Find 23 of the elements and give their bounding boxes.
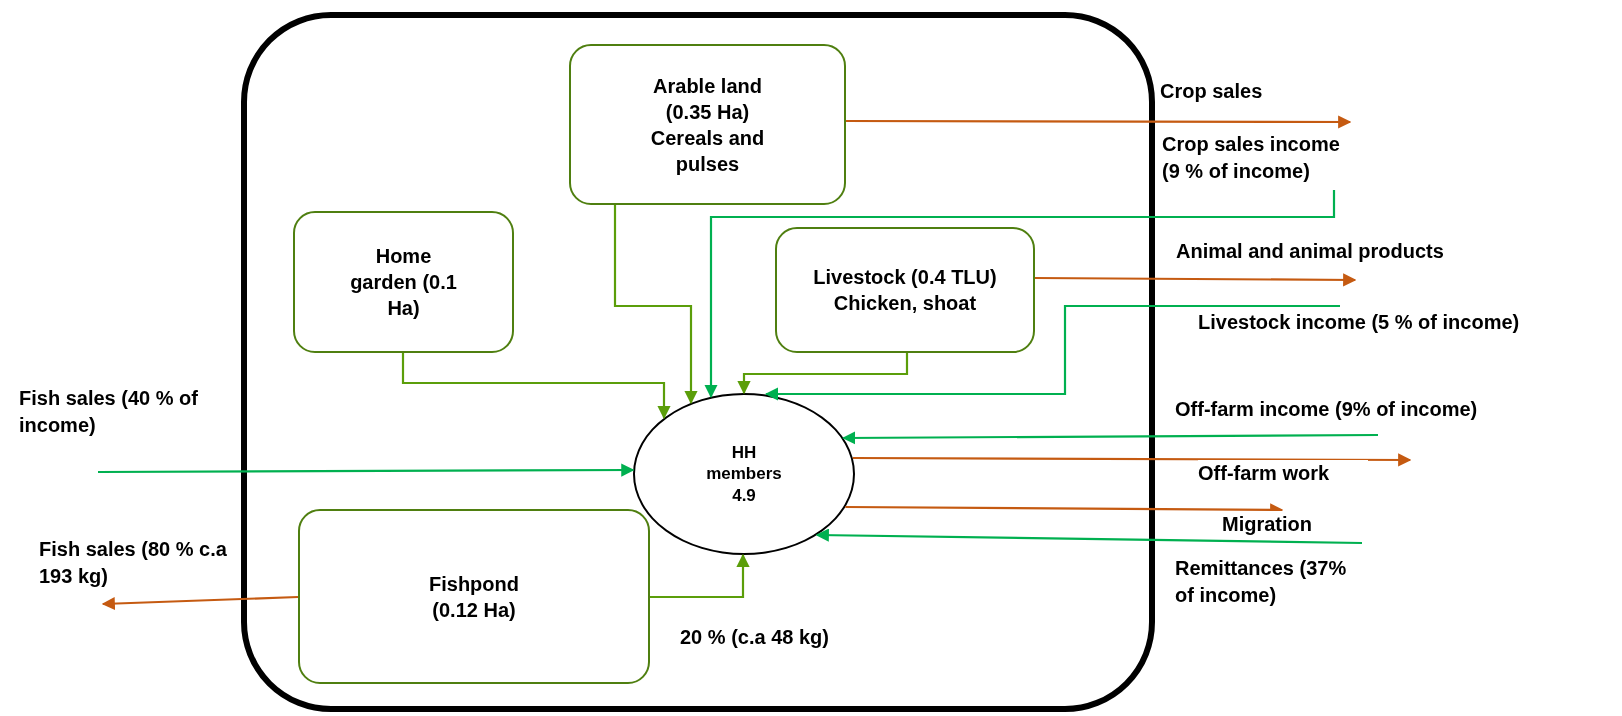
node-label: Fishpond (0.12 Ha) xyxy=(428,571,520,623)
boundary-box xyxy=(241,12,1155,712)
node-label: HH members 4.9 xyxy=(705,442,783,506)
arrow xyxy=(98,463,635,477)
rounded-box xyxy=(775,227,1035,353)
arrow xyxy=(704,190,1336,398)
arrow xyxy=(815,528,1362,545)
arrow xyxy=(401,353,671,420)
rounded-box xyxy=(298,509,650,684)
arrow xyxy=(852,453,1412,467)
arrow xyxy=(846,115,1352,129)
arrow xyxy=(650,553,750,599)
arrow xyxy=(613,205,698,405)
rounded-box xyxy=(569,44,846,205)
node-label: Livestock (0.4 TLU) Chicken, shoat xyxy=(812,265,998,316)
arrow xyxy=(101,595,299,611)
arrow xyxy=(842,431,1378,445)
node-label: Arable land (0.35 Ha) Cereals and pulses xyxy=(649,73,766,177)
arrow xyxy=(737,353,909,395)
arrow xyxy=(764,304,1340,401)
node-label: Home garden (0.1 Ha) xyxy=(349,244,458,321)
arrow xyxy=(1035,273,1357,287)
rounded-box xyxy=(293,211,514,353)
